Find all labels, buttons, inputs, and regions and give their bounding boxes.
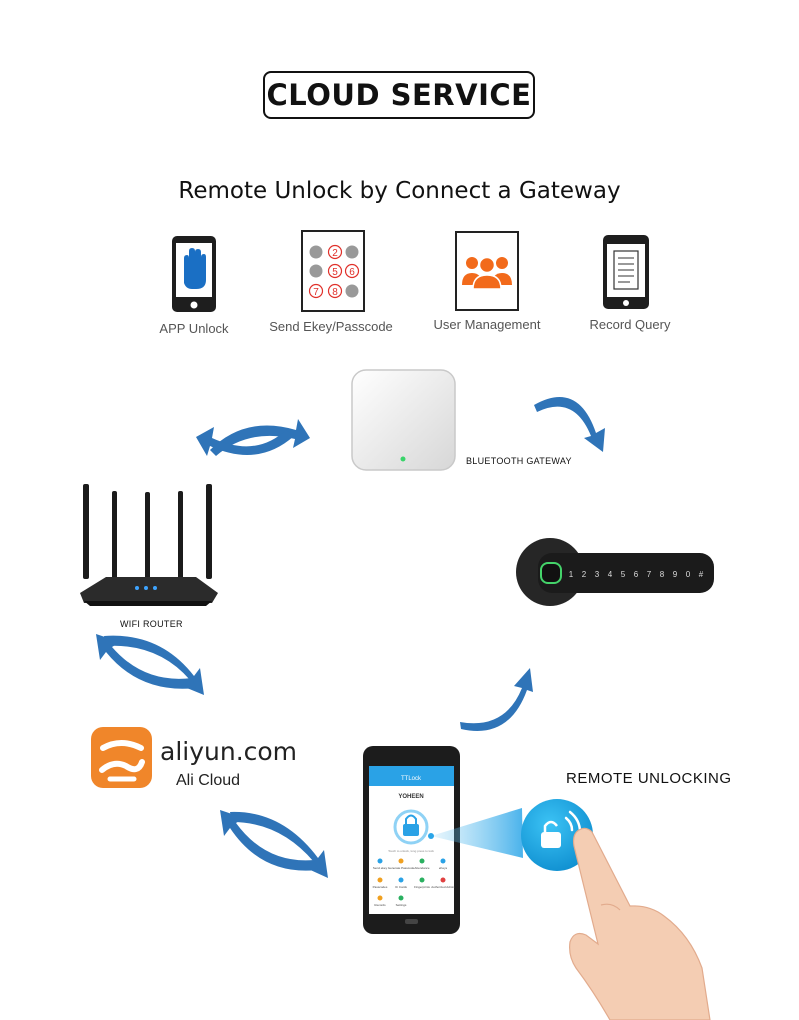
keypad-digit: 8 [332, 287, 338, 298]
smart-lock-device [516, 538, 714, 606]
arrow-phone-to-lock [460, 668, 533, 731]
lock-digit: 7 [647, 570, 652, 579]
app-menu-item: Settings [396, 903, 407, 907]
app-menu-item: Fingerprints [414, 885, 430, 889]
app-menu-item: Passcodes [373, 885, 388, 889]
page-subtitle: Remote Unlock by Connect a Gateway [178, 178, 621, 204]
app-menu-item: Records [374, 903, 386, 907]
keypad-digit: 7 [313, 287, 319, 298]
remote-unlocking-label: REMOTE UNLOCKING [566, 770, 732, 787]
lock-digit: 2 [582, 570, 587, 579]
app-menu-item: Send ekey [373, 866, 388, 870]
signal-beam [431, 808, 523, 858]
pointing-hand-icon [569, 827, 711, 1020]
app-menu-item: eKeys [439, 866, 448, 870]
lock-digit: # [699, 570, 704, 579]
title-box: CLOUD SERVICE [263, 71, 535, 119]
feature-label-user-management: User Management [433, 317, 541, 332]
gateway-label: BLUETOOTH GATEWAY [466, 456, 572, 466]
keypad-digit: 2 [332, 248, 338, 259]
feature-icons: 2 5 6 7 8 [172, 230, 649, 312]
users-icon [455, 231, 519, 311]
lock-digit: 6 [634, 570, 639, 579]
page-title: CLOUD SERVICE [266, 78, 532, 112]
app-menu-item: Authorized Admin [431, 885, 455, 889]
app-menu-item: Generate Passcode [388, 866, 415, 870]
smartphone-app-device [363, 746, 460, 934]
remote-unlock-badge-icon [521, 799, 593, 871]
phone-document-icon [603, 235, 649, 309]
app-title: TTLock [401, 776, 422, 782]
lock-digit: 8 [660, 570, 665, 579]
aliyun-logo-icon [91, 727, 152, 788]
arrow-gateway-to-lock [534, 396, 605, 452]
lock-digit: 0 [686, 570, 691, 579]
router-label: WIFI ROUTER [120, 619, 183, 629]
app-hint: Touch to unlock, long press to lock [388, 849, 434, 853]
app-menu-item: IC Cards [395, 885, 407, 889]
keypad-digit: 5 [332, 267, 338, 278]
flow-arrows [96, 396, 605, 878]
cloud-subtitle: Ali Cloud [176, 772, 241, 789]
arrow-cloud-to-router [96, 634, 196, 689]
app-menu-item: Attendance [414, 866, 430, 870]
arrow-gateway-to-router [196, 427, 294, 456]
feature-label-app-unlock: APP Unlock [159, 321, 229, 336]
feature-label-send-ekey: Send Ekey/Passcode [269, 319, 393, 334]
lock-digit: 5 [621, 570, 626, 579]
arrow-phone-to-cloud [220, 810, 318, 871]
lock-digit: 9 [673, 570, 678, 579]
keypad-icon: 2 5 6 7 8 [301, 230, 365, 312]
arrow-router-to-gateway [210, 419, 310, 456]
lock-digit: 1 [569, 570, 574, 579]
phone-hand-icon [172, 236, 216, 312]
app-lock-name: YOHEEN [398, 794, 423, 800]
lock-digit: 4 [608, 570, 613, 579]
cloud-brand: aliyun.com [160, 737, 298, 766]
bluetooth-gateway-device [351, 369, 456, 471]
wifi-router-device [80, 484, 218, 606]
keypad-digit: 6 [349, 267, 355, 278]
feature-label-record-query: Record Query [589, 317, 671, 332]
lock-digit: 3 [595, 570, 600, 579]
